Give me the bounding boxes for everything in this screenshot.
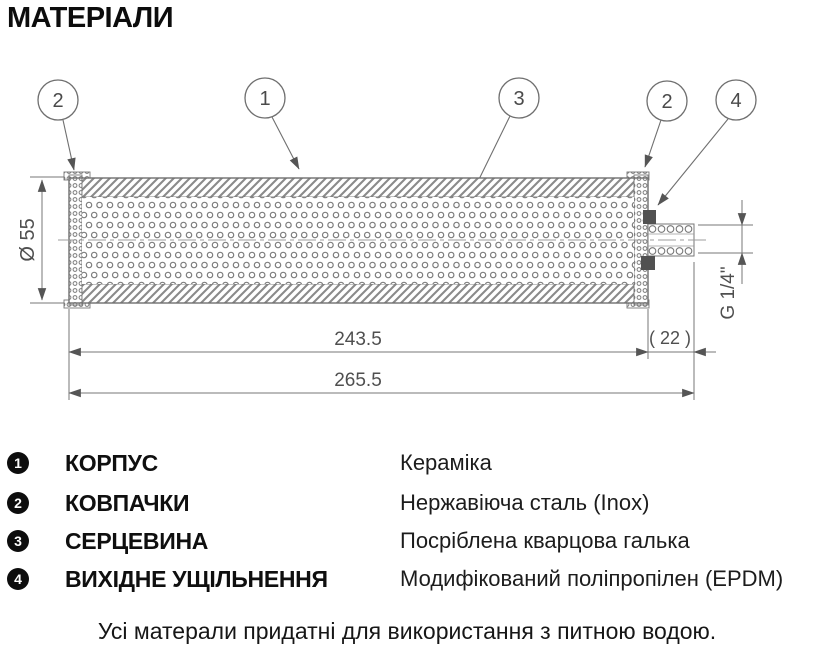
legend-label-ushchilnennia: ВИХІДНЕ УЩІЛЬНЕННЯ [65,565,328,592]
outlet-seal-top [643,210,656,224]
callout-2-right: 2 [646,80,688,122]
callout-3: 3 [498,77,540,119]
legend-label-kovpachky: КОВПАЧКИ [65,489,190,516]
dim-lengths: 243.5 ( 22 ) 265.5 [68,262,716,400]
legend-value-sertsevyna: Посріблена кварцова галька [400,528,690,553]
badge-2: 2 [7,492,29,514]
legend-label-sertsevyna: СЕРЦЕВИНА [65,527,209,554]
dim-body-length-label: 243.5 [334,329,382,350]
callout-4-label: 4 [730,90,741,112]
technical-drawing: 2 1 3 2 4 [17,77,757,400]
ceramic-shell-top [81,177,635,198]
legend-value-korpus: Кераміка [400,450,492,475]
legend-label-korpus: КОРПУС [65,449,158,476]
dim-total-length-label: 265.5 [334,370,382,391]
callout-2-left-label: 2 [52,90,63,112]
callout-1-label: 1 [259,88,270,110]
dim-fitting-length-label: ( 22 ) [649,328,691,348]
badge-4: 4 [7,568,29,590]
badge-3: 3 [7,530,29,552]
callout-2-left: 2 [37,79,79,121]
ceramic-shell-bottom [81,283,635,304]
callout-3-label: 3 [513,88,524,110]
callout-2-right-label: 2 [661,91,672,113]
legend-value-ushchilnennia: Модифікований поліпропілен (EPDM) [400,566,784,591]
dim-thread-label: G 1/4" [718,266,739,319]
dim-diameter-label: Ø 55 [17,218,39,261]
drinking-water-note: Усі матерали придатні для використання з… [97,618,717,644]
outlet-seal-bottom [641,256,655,270]
callout-1: 1 [244,77,286,119]
legend-value-kovpachky: Нержавіюча сталь (Inox) [400,490,650,515]
badge-1: 1 [7,452,29,474]
dim-thread: G 1/4" [698,200,753,320]
dim-diameter: Ø 55 [17,176,64,304]
callout-4: 4 [715,79,757,121]
page-title: МАТЕРІАЛИ [7,2,174,34]
